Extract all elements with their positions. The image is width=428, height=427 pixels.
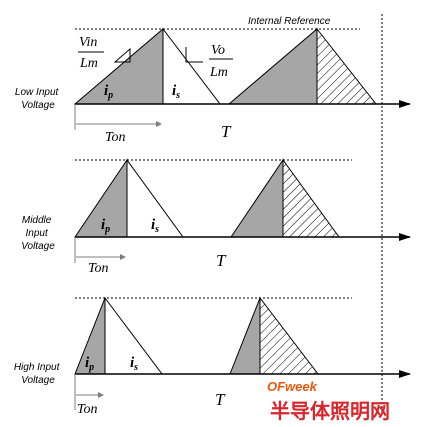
lm-label-left: Lm xyxy=(79,56,98,71)
watermark-brand: OFweek xyxy=(267,379,318,394)
row-low-input: Internal Reference Vin Lm Vo Lm ip is To… xyxy=(15,16,411,145)
primary-current-ramp-low-2 xyxy=(227,27,318,105)
secondary-current-hatched-high xyxy=(259,296,320,375)
row-label-middle-input: Middle Input Voltage xyxy=(21,215,55,252)
row-high-input: ip is Ton T High Input Voltage xyxy=(14,296,411,417)
period-label-low: T xyxy=(221,122,232,141)
rise-slope-indicator xyxy=(113,47,131,63)
watermark-site: 半导体照明网 xyxy=(270,399,390,423)
is-label-low: is xyxy=(172,83,180,101)
lm-label-right: Lm xyxy=(209,65,228,80)
ton-label-high: Ton xyxy=(77,402,98,417)
internal-reference-label: Internal Reference xyxy=(248,16,331,27)
ton-label-low: Ton xyxy=(105,130,126,145)
row-label-low-input: Low Input Voltage xyxy=(15,87,61,111)
vin-label: Vin xyxy=(79,35,97,50)
primary-current-ramp-high-2 xyxy=(229,297,261,375)
watermark: OFweek 半导体照明网 xyxy=(267,379,390,423)
ip-label-low: ip xyxy=(104,83,113,101)
secondary-current-hatched-middle xyxy=(282,158,340,238)
is-label-high: is xyxy=(130,355,138,373)
period-label-middle: T xyxy=(216,251,227,270)
period-label-high: T xyxy=(215,390,226,409)
vo-label: Vo xyxy=(211,43,225,58)
secondary-current-hatched-low xyxy=(316,27,378,105)
row-middle-input: ip is Ton T Middle Input Voltage xyxy=(21,158,411,276)
fall-slope-indicator xyxy=(185,47,203,63)
row-label-high-input: High Input Voltage xyxy=(14,362,62,386)
ip-label-high: ip xyxy=(85,355,94,373)
is-label-middle: is xyxy=(151,217,159,235)
primary-current-ramp-middle-2 xyxy=(230,158,284,238)
ton-label-middle: Ton xyxy=(88,261,109,276)
ip-label-middle: ip xyxy=(101,217,110,235)
